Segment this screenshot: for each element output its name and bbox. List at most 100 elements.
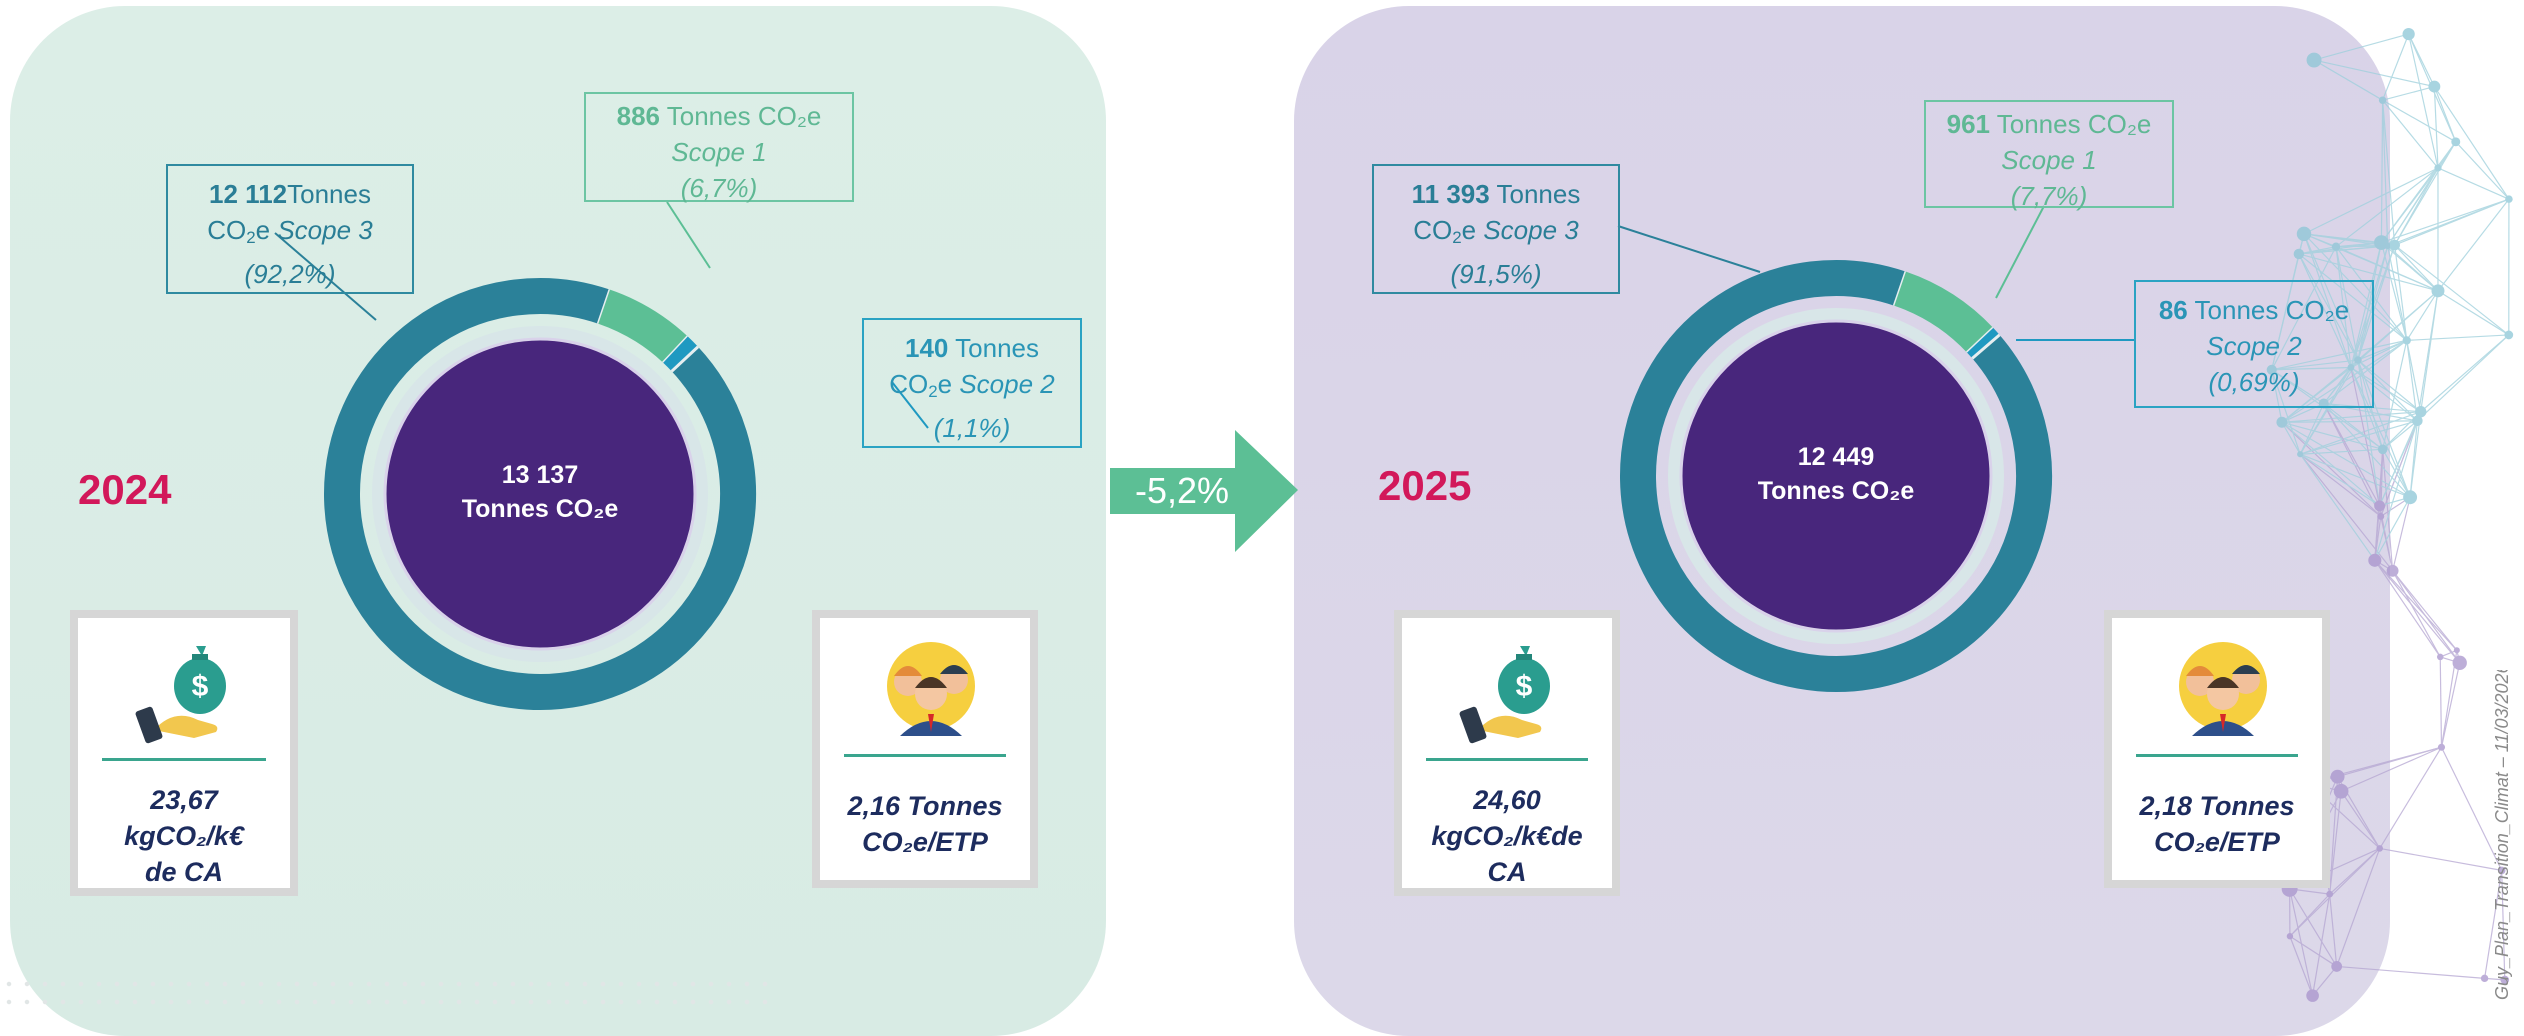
callout-scope3-2024: 12 112Tonnes CO2e Scope 3 (92,2%) [166, 164, 414, 294]
intensity-employee-2025: 2,18 Tonnes CO₂e/ETP [2112, 788, 2322, 860]
network-edge [2395, 245, 2438, 291]
network-edge [2383, 100, 2388, 246]
network-node [2385, 243, 2391, 249]
network-node [2428, 81, 2440, 93]
network-node [2331, 961, 2342, 972]
network-edge [2314, 60, 2383, 100]
money-bag-hand-icon: $ [1458, 638, 1568, 748]
intensity-card-revenue-2024: $ 23,67 kgCO₂/k€ de CA [70, 610, 298, 896]
money-bag-hand-icon: $ [134, 638, 244, 748]
network-edge [2381, 199, 2509, 242]
network-edge [2421, 335, 2509, 412]
network-edge [2407, 335, 2509, 340]
network-node [2297, 227, 2311, 241]
callout-scope1-2025: 961 Tonnes CO₂e Scope 1 (7,7%) [1924, 100, 2174, 208]
intensity-revenue-2024: 23,67 kgCO₂/k€ de CA [78, 782, 290, 890]
network-node [2307, 53, 2322, 68]
network-node [2505, 195, 2513, 203]
network-node [2334, 784, 2349, 799]
callout-scope3-2025: 11 393 Tonnes CO2e Scope 3 (91,5%) [1372, 164, 1620, 294]
network-edge [2388, 142, 2456, 246]
network-edge [2407, 291, 2438, 341]
network-edge [2407, 340, 2421, 411]
callout-scope1-2024: 886 Tonnes CO₂e Scope 1 (6,7%) [584, 92, 854, 202]
network-node [2504, 331, 2513, 340]
network-edge [2395, 142, 2456, 245]
network-edge [2337, 848, 2380, 966]
year-label-2024: 2024 [78, 466, 171, 514]
network-node [2374, 500, 2385, 511]
network-node [2403, 490, 2417, 504]
network-edge [2383, 100, 2438, 168]
network-node [2378, 445, 2388, 455]
network-edge [2290, 889, 2313, 996]
network-node [2437, 654, 2444, 661]
network-edge [2421, 291, 2438, 412]
slice-scope1-2024 [604, 307, 675, 350]
total-2025: 12 449 Tonnes CO₂e [1736, 440, 1936, 508]
intensity-revenue-2025: 24,60 kgCO₂/k€de CA [1402, 782, 1612, 890]
network-edge [2380, 848, 2502, 870]
network-node [2297, 451, 2303, 457]
network-edge [2381, 100, 2382, 242]
network-node [2454, 647, 2460, 653]
network-node [2415, 406, 2426, 417]
network-node [2331, 770, 2345, 784]
network-node [2326, 891, 2333, 898]
svg-text:$: $ [192, 670, 209, 703]
network-edge [2282, 422, 2410, 497]
callout-scope2-2024: 140 Tonnes CO2e Scope 2 (1,1%) [862, 318, 1082, 448]
network-edge [2314, 60, 2434, 87]
leader-line [1618, 226, 1760, 272]
network-edge [2375, 560, 2457, 650]
intensity-card-employee-2024: 2,16 Tonnes CO₂e/ETP [812, 610, 1038, 888]
team-people-icon [876, 636, 986, 746]
network-edge [2381, 142, 2455, 243]
network-node [2332, 243, 2340, 251]
network-edge [2395, 245, 2509, 335]
network-node [2434, 164, 2441, 171]
network-edge [2375, 560, 2460, 663]
network-node [2276, 417, 2287, 428]
intensity-employee-2024: 2,16 Tonnes CO₂e/ETP [820, 788, 1030, 860]
network-edge [2341, 791, 2380, 848]
scope3-pct: (92,2%) [244, 259, 335, 289]
leader-line [1996, 206, 2044, 298]
team-people-icon [2168, 636, 2278, 746]
callout-scope2-2025: 86 Tonnes CO₂e Scope 2 (0,69%) [2134, 280, 2374, 408]
network-node [2453, 656, 2467, 670]
network-node [2451, 137, 2460, 146]
network-node [2403, 28, 2415, 40]
scope3-value: 12 112 [209, 179, 287, 209]
network-edge [2330, 848, 2380, 894]
network-node [2403, 336, 2411, 344]
intensity-card-employee-2025: 2,18 Tonnes CO₂e/ETP [2104, 610, 2330, 888]
network-node [2387, 565, 2399, 577]
network-edge [2456, 142, 2509, 199]
network-node [2294, 249, 2304, 259]
total-2024: 13 137 Tonnes CO₂e [440, 458, 640, 526]
network-edge [2341, 747, 2441, 791]
network-edge [2409, 34, 2438, 168]
network-edge [2383, 87, 2435, 101]
network-node [2368, 554, 2381, 567]
network-edge [2383, 34, 2409, 100]
year-label-2025: 2025 [1378, 462, 1471, 510]
network-node [2287, 933, 2293, 939]
change-percentage: -5,2% [1135, 470, 1229, 512]
network-edge [2383, 100, 2456, 142]
slice-scope2-2024 [676, 350, 685, 359]
network-edge [2290, 936, 2337, 966]
network-edge [2417, 335, 2508, 421]
network-edge [2440, 657, 2441, 747]
network-edge [2393, 497, 2410, 571]
network-node [2438, 744, 2445, 751]
network-edge [2314, 34, 2409, 60]
network-edge [2393, 571, 2457, 651]
network-edge [2304, 168, 2438, 234]
svg-text:$: $ [1516, 670, 1533, 703]
network-edge [2441, 663, 2459, 747]
network-node [2389, 240, 2400, 251]
network-node [2377, 513, 2384, 520]
network-node [2306, 989, 2319, 1002]
